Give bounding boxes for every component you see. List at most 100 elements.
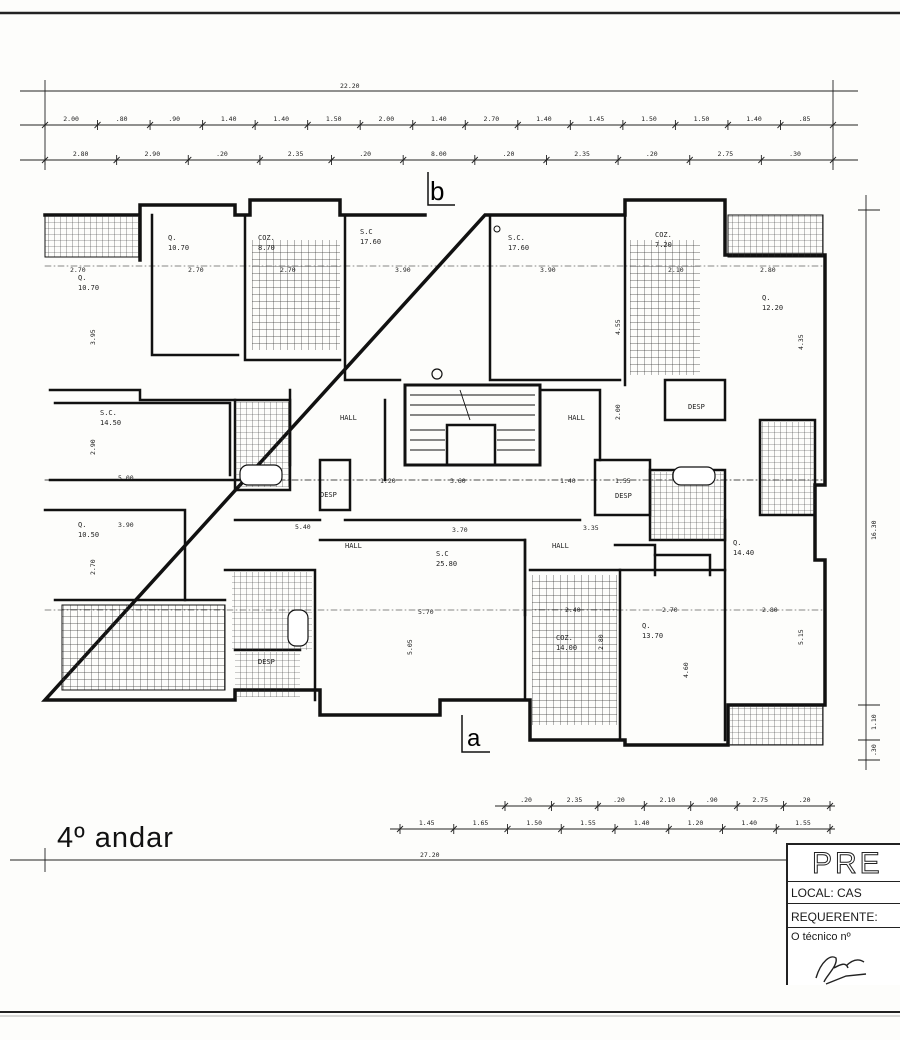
dim-tick-mark (514, 121, 522, 129)
inner-dimension: 1.20 (380, 477, 396, 485)
room-name: HALL (340, 414, 357, 422)
dim-tick-mark (640, 802, 648, 810)
dim-tick-mark (543, 156, 550, 164)
room-name: Q. (642, 622, 650, 630)
room-area: 17.60 (508, 244, 529, 252)
inner-dimension: 5.00 (118, 474, 134, 482)
dim-top-row1: .90 (168, 115, 180, 123)
dim-tick-mark (557, 825, 565, 833)
dim-top-row2: 2.80 (73, 150, 89, 158)
dim-bottom-row2: 1.45 (419, 819, 435, 827)
dim-tick-mark (396, 825, 404, 833)
room-area: 7.20 (655, 241, 672, 249)
dim-top-row1: .80 (116, 115, 128, 123)
room-name: S.C (360, 228, 373, 236)
inner-dimension: 5.15 (797, 629, 805, 645)
inner-dimension: 2.80 (760, 266, 776, 274)
dim-tick-mark (256, 156, 264, 164)
room-name: COZ. (556, 634, 573, 642)
dim-top-row1: 1.50 (326, 115, 342, 123)
dim-tick-mark (611, 825, 619, 833)
room-area: 13.70 (642, 632, 663, 640)
room-name: DESP (688, 403, 705, 411)
stairs (410, 389, 535, 451)
dim-tick-mark (199, 121, 206, 129)
dim-bottom-row1: .20 (613, 796, 625, 804)
room-area: 10.70 (168, 244, 189, 252)
dim-tick-mark (399, 156, 407, 164)
dim-bottom-row2: 1.65 (473, 819, 489, 827)
dim-tick-mark (780, 802, 787, 810)
inner-dimension: 5.40 (295, 523, 311, 531)
dim-tick-mark (567, 121, 574, 129)
inner-dimension: 2.70 (662, 606, 678, 614)
dim-top-row2: .20 (216, 150, 228, 158)
dim-bottom-row2: 1.40 (741, 819, 757, 827)
dim-right-side: .30 (870, 744, 878, 756)
dim-bottom-row2: 1.50 (526, 819, 542, 827)
dim-top-row1: 2.00 (378, 115, 394, 123)
dim-top-row1: 1.50 (641, 115, 657, 123)
dim-tick-mark (450, 825, 458, 833)
inner-dimension: 2.70 (280, 266, 296, 274)
room-area: 14.40 (733, 549, 754, 557)
room-name: Q. (733, 539, 741, 547)
inner-dimension: 4.35 (797, 334, 805, 350)
dim-tick-mark (184, 156, 192, 164)
room-name: Q. (78, 274, 86, 282)
dim-top-row1: 1.40 (536, 115, 552, 123)
dim-tick-mark (548, 802, 555, 810)
dim-tick-mark (826, 825, 834, 833)
room-name: DESP (320, 491, 337, 499)
inner-dimension: 5.70 (418, 608, 434, 616)
dim-bottom-row2: 1.40 (634, 819, 650, 827)
dim-tick-mark (733, 802, 741, 810)
dim-tick-mark (94, 121, 101, 129)
inner-dimension: 2.80 (597, 634, 605, 650)
dim-tick-mark (471, 156, 479, 164)
inner-dimension: 3.90 (118, 521, 134, 529)
dim-top-row1: 1.45 (589, 115, 605, 123)
room-area: 10.70 (78, 284, 99, 292)
dim-top-row1: .85 (799, 115, 811, 123)
inner-dimension: 3.90 (540, 266, 556, 274)
dim-top-row1: 1.40 (431, 115, 447, 123)
title-block-tecnico: O técnico nº (791, 931, 851, 943)
dim-tick-mark (829, 121, 837, 129)
dim-top-row2: .20 (359, 150, 371, 158)
dim-tick-mark (614, 156, 622, 164)
title-block: PRE LOCAL: CAS REQUERENTE: O técnico nº (786, 843, 900, 985)
dim-bottom-row1: .20 (799, 796, 811, 804)
dim-top-row2: .20 (503, 150, 515, 158)
section-marker-a: a (461, 715, 490, 753)
dim-tick-mark (594, 802, 602, 810)
inner-dimension: 2.70 (89, 559, 97, 575)
dim-tick-mark (304, 121, 311, 129)
room-area: 8.70 (258, 244, 275, 252)
right-dimensions (858, 195, 880, 770)
bottom-dimensions (10, 801, 835, 872)
room-name: HALL (552, 542, 569, 550)
room-name: HALL (345, 542, 362, 550)
dim-total-top: 22.20 (340, 82, 360, 90)
dim-bottom-row1: .90 (706, 796, 718, 804)
dim-bottom-row1: 2.75 (752, 796, 768, 804)
room-name: DESP (615, 492, 632, 500)
inner-dimension: 3.60 (450, 477, 466, 485)
dim-right-total: 16.30 (870, 520, 878, 540)
dim-tick-mark (777, 121, 784, 129)
dim-tick-mark (113, 156, 120, 164)
dim-tick-mark (829, 156, 837, 164)
dim-tick-mark (687, 802, 695, 810)
dim-top-row2: 2.35 (288, 150, 304, 158)
dim-tick-mark (665, 825, 673, 833)
room-area: 12.20 (762, 304, 783, 312)
room-name: DESP (258, 658, 275, 666)
dim-top-row1: 1.40 (221, 115, 237, 123)
dim-tick-mark (719, 825, 726, 833)
dim-top-row1: 1.40 (746, 115, 762, 123)
dim-top-row1: 2.70 (484, 115, 500, 123)
room-name: COZ. (258, 234, 275, 242)
svg-text:a: a (467, 725, 481, 752)
inner-dimension: 2.70 (188, 266, 204, 274)
